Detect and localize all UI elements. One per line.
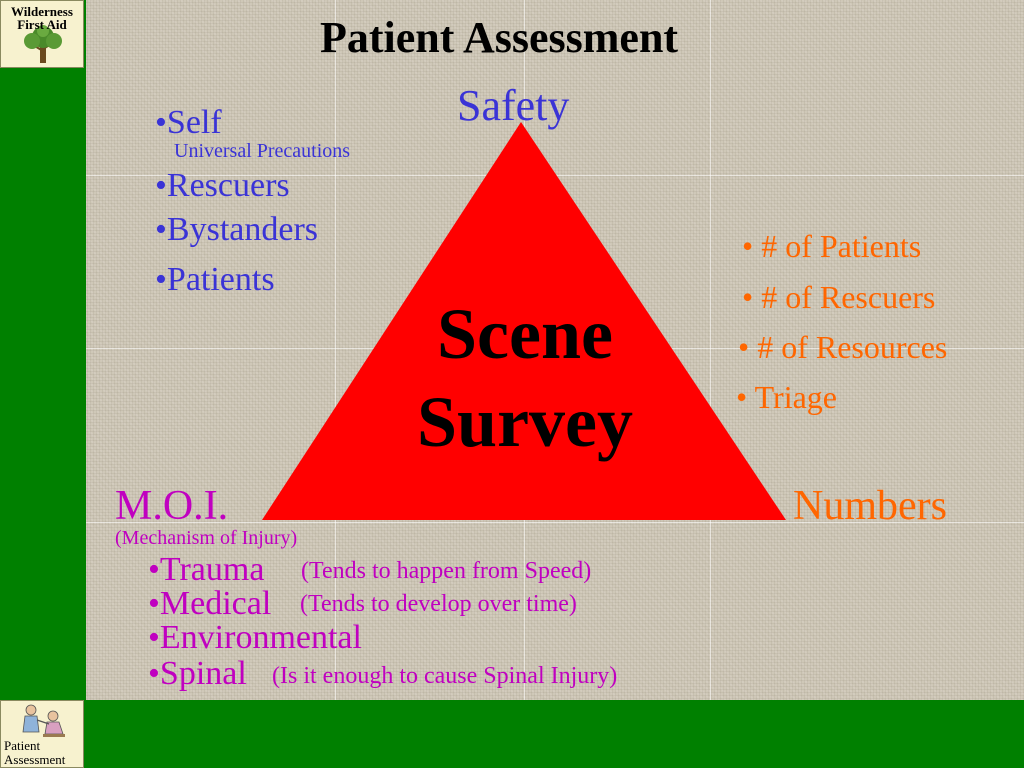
bottom-green-band — [0, 700, 1024, 768]
logo-text-line2: First Aid — [17, 17, 67, 32]
center-line-scene: Scene — [437, 294, 613, 374]
safety-item-self-note: Universal Precautions — [174, 140, 351, 162]
moi-item-spinal-note: (Is it enough to cause Spinal Injury) — [272, 663, 618, 689]
patient-assessment-footer: Patient Assessment — [0, 700, 84, 768]
moi-item-trauma-note: (Tends to happen from Speed) — [301, 558, 592, 584]
numbers-label: Numbers — [793, 483, 947, 529]
center-line-survey: Survey — [417, 382, 633, 462]
moi-item-trauma: •Trauma — [148, 551, 265, 588]
moi-item-medical-note: (Tends to develop over time) — [300, 591, 577, 617]
wilderness-first-aid-logo: Wilderness First Aid — [0, 0, 84, 68]
grid-line — [86, 522, 1024, 523]
moi-item-spinal: •Spinal — [148, 655, 247, 692]
triangle-center-label: Scene Survey — [350, 290, 700, 466]
moi-label: M.O.I. — [115, 483, 229, 529]
left-green-bar — [0, 0, 86, 768]
safety-item-bystanders: •Bystanders — [155, 211, 318, 248]
numbers-item-resources: • # of Resources — [738, 329, 948, 365]
grid-line — [710, 0, 711, 700]
moi-sublabel: (Mechanism of Injury) — [115, 527, 298, 549]
safety-item-rescuers: •Rescuers — [155, 167, 290, 204]
safety-item-self: •Self — [155, 104, 222, 141]
footer-text-line2: Assessment — [4, 752, 66, 767]
moi-item-medical: •Medical — [148, 585, 272, 622]
triangle-shape — [262, 122, 786, 520]
grid-line — [335, 0, 336, 700]
numbers-item-patients: • # of Patients — [742, 228, 922, 264]
numbers-item-rescuers: • # of Rescuers — [742, 279, 936, 315]
footer-text-line1: Patient — [4, 738, 41, 753]
tree-icon — [24, 25, 62, 63]
logo-text-line1: Wilderness — [11, 4, 73, 19]
safety-item-patients: •Patients — [155, 261, 275, 298]
numbers-item-triage: • Triage — [736, 379, 837, 415]
safety-label: Safety — [457, 81, 570, 130]
moi-item-environmental: •Environmental — [148, 619, 362, 656]
page-title: Patient Assessment — [320, 13, 679, 62]
patient-care-icon — [22, 704, 65, 737]
